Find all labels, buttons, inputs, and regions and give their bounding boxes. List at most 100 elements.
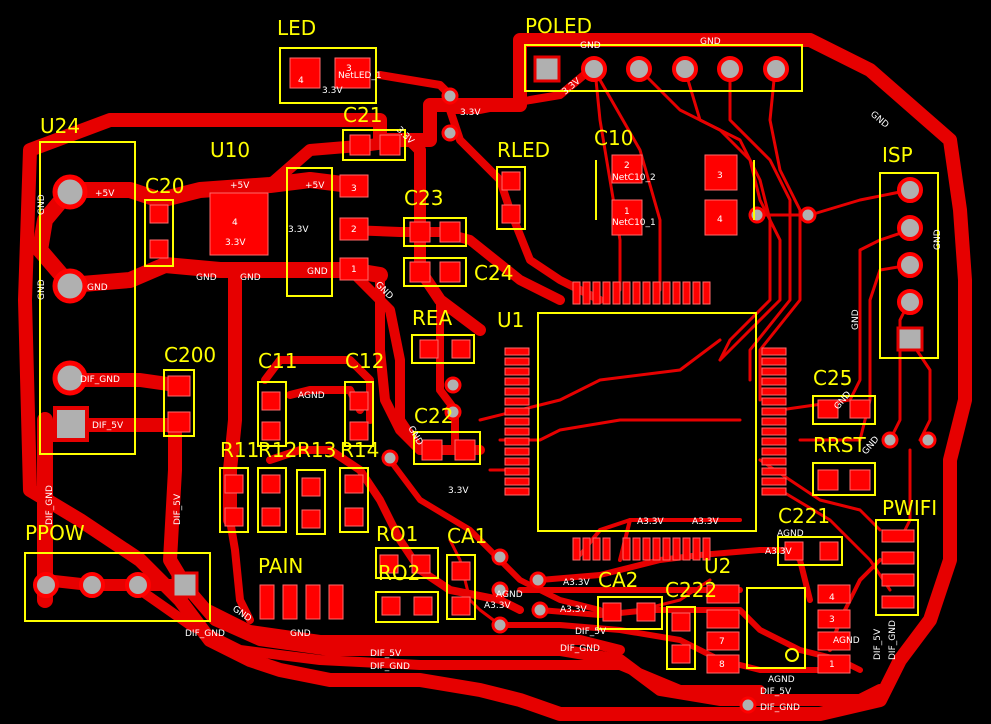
label-rled: RLED <box>497 138 550 162</box>
u1-top-pins <box>572 281 711 305</box>
net-a33-2: A3.3V <box>560 605 587 615</box>
net-netc10-1: NetC10_1 <box>612 218 656 228</box>
net-gnd-poled-2: GND <box>700 37 721 47</box>
net-gnd-isp-side-2: GND <box>933 229 943 250</box>
label-r13: R13 <box>297 438 336 462</box>
pad-u10-1: 1 <box>351 265 357 275</box>
net-agnd-c11: AGND <box>298 391 325 401</box>
pad-u2-8: 8 <box>719 660 725 670</box>
net-3v3-u10: 3.3V <box>225 238 246 248</box>
pad-c10-3: 3 <box>717 171 723 181</box>
net-difgnd-bottom-2: DIF_GND <box>560 644 600 654</box>
label-pain: PAIN <box>258 554 303 578</box>
pad-c10-4: 4 <box>717 215 723 225</box>
pad-led-4: 4 <box>298 76 304 86</box>
pad-u2-3: 3 <box>829 615 835 625</box>
net-netled: NetLED_1 <box>338 71 382 81</box>
net-5v-u10-2: +5V <box>305 181 325 191</box>
net-gnd-pain: GND <box>290 629 311 639</box>
label-c221: C221 <box>778 504 830 528</box>
net-3v3-u1: 3.3V <box>448 486 469 496</box>
net-agnd-u2-pad: AGND <box>833 636 860 646</box>
net-dif5v-bottom: DIF_5V <box>575 627 607 637</box>
net-a33-1: A3.3V <box>563 578 590 588</box>
net-gnd-poled: GND <box>580 41 601 51</box>
net-3v3-u10-2: 3.3V <box>288 225 309 235</box>
u1-bottom-pins <box>572 537 711 561</box>
label-ca2: CA2 <box>598 568 638 592</box>
net-gnd-top-right: GND <box>868 110 890 131</box>
label-c222: C222 <box>665 578 717 602</box>
net-agnd-c221: AGND <box>777 529 804 539</box>
pad-u2-4: 4 <box>829 593 835 603</box>
label-ppow: PPOW <box>25 521 85 545</box>
label-rea: REA <box>412 306 453 330</box>
label-u2: U2 <box>704 554 731 578</box>
label-ca1: CA1 <box>447 524 487 548</box>
net-a33-5: A3.3V <box>692 517 719 527</box>
u1-left-pins <box>504 347 530 496</box>
pad-c10-2: 2 <box>624 161 630 171</box>
net-gnd-u24: GND <box>87 283 108 293</box>
net-dif5v-bottom-2: DIF_5V <box>370 649 402 659</box>
net-difgnd-bottom: DIF_GND <box>370 662 410 672</box>
pad-u2-7: 7 <box>719 637 725 647</box>
label-c200: C200 <box>164 343 216 367</box>
designators: LED POLED C21 U24 U10 C20 RLED C10 C23 I… <box>25 14 937 602</box>
label-ro1: RO1 <box>376 522 418 546</box>
net-5v-u10: +5V <box>230 181 250 191</box>
label-r14: R14 <box>340 438 379 462</box>
label-ro2: RO2 <box>378 561 420 585</box>
net-netc10-2: NetC10_2 <box>612 173 656 183</box>
net-dif5v-u24: DIF_5V <box>92 421 124 431</box>
net-gnd-isp-side: GND <box>851 309 861 330</box>
net-5v-u24: +5V <box>95 189 115 199</box>
label-c11: C11 <box>258 349 297 373</box>
through-hole-pads <box>33 55 924 599</box>
net-3v3-top: 3.3V <box>460 108 481 118</box>
net-gnd-u10-2: GND <box>240 273 261 283</box>
pads <box>149 57 915 674</box>
net-difgnd-pwifi: DIF_GND <box>888 620 898 660</box>
pad-c10-1: 1 <box>624 207 630 217</box>
net-gnd-u24-side: GND <box>37 194 47 215</box>
label-c21: C21 <box>343 103 382 127</box>
net-difgnd-side: DIF_GND <box>45 485 55 525</box>
net-dif5v-pwifi: DIF_5V <box>873 628 883 660</box>
net-3v3-led: 3.3V <box>322 86 343 96</box>
label-led: LED <box>277 16 316 40</box>
pad-u10-3: 3 <box>351 184 357 194</box>
label-c10: C10 <box>594 126 633 150</box>
label-isp: ISP <box>882 143 913 167</box>
label-u24: U24 <box>40 114 80 138</box>
label-u10: U10 <box>210 138 250 162</box>
pad-led-3: 3 <box>346 64 352 74</box>
net-dif5v-side: DIF_5V <box>173 493 183 525</box>
u1-right-pins <box>761 347 787 496</box>
label-u1: U1 <box>497 308 524 332</box>
net-agnd-u2: AGND <box>768 675 795 685</box>
pad-u10-2: 2 <box>351 225 357 235</box>
net-difgnd-ppow: DIF_GND <box>185 629 225 639</box>
pad-u2-1: 1 <box>829 660 835 670</box>
label-c24: C24 <box>474 261 513 285</box>
label-c12: C12 <box>345 349 384 373</box>
net-a33-6: A3.3V <box>765 547 792 557</box>
net-difgnd-u24: DIF_GND <box>80 375 120 385</box>
label-poled: POLED <box>525 14 592 38</box>
label-c23: C23 <box>404 186 443 210</box>
label-pwifi: PWIFI <box>882 496 937 520</box>
label-c22: C22 <box>414 404 453 428</box>
label-r11: R11 <box>220 438 259 462</box>
net-agnd-ca1: AGND <box>496 590 523 600</box>
net-a33-3: A3.3V <box>484 601 511 611</box>
net-gnd-u10: GND <box>196 273 217 283</box>
net-gnd-u24-side-2: GND <box>37 279 47 300</box>
net-gnd-u10-3: GND <box>307 267 328 277</box>
label-c25: C25 <box>813 366 852 390</box>
vias <box>381 87 937 714</box>
label-rrst: RRST <box>813 433 866 457</box>
net-difgnd-u2: DIF_GND <box>760 703 800 713</box>
label-c20: C20 <box>145 174 184 198</box>
